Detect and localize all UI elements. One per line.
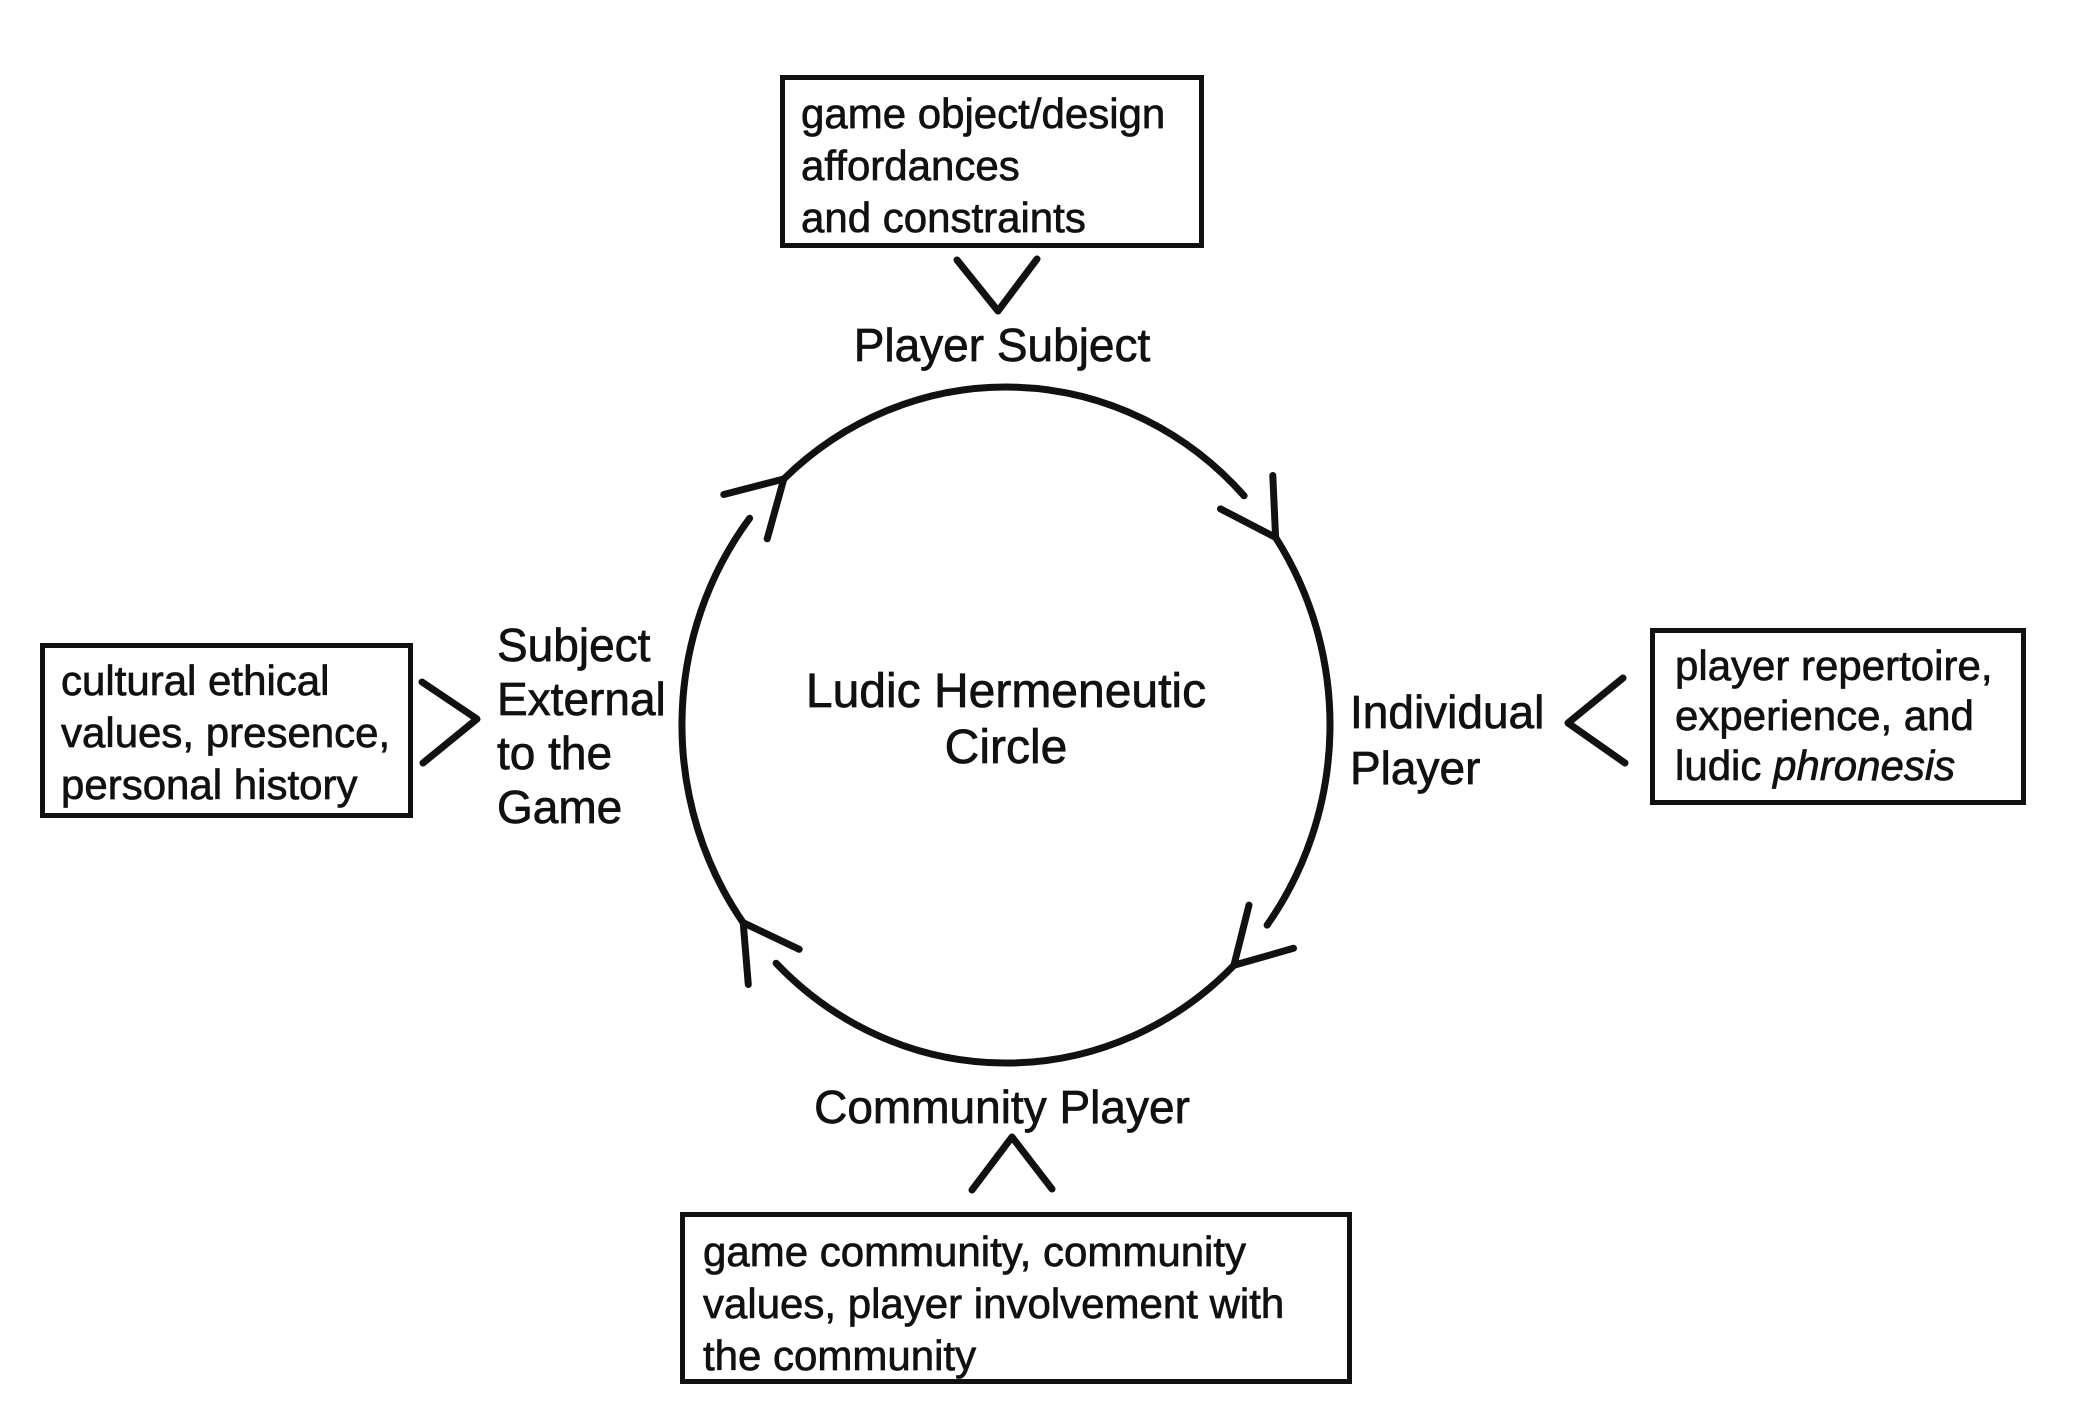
chevron-up-icon [968,1133,1056,1194]
circle-arrow-icon [720,475,788,498]
box-player-repertoire-line2: experience, and [1675,692,1975,740]
hermeneutic-circle-arc [780,383,1248,500]
phronesis-italic-text: phronesis [1773,742,1956,790]
circle-arrow-icon [1230,901,1253,969]
box-player-repertoire: player repertoire, experience, and ludic… [1650,628,2026,805]
circle-arrow-icon [763,475,788,543]
label-individual-player: Individual Player [1350,686,1545,795]
chevron-down-icon [953,255,1041,315]
ludic-text: ludic [1675,742,1774,790]
label-community-player: Community Player [814,1081,1190,1134]
box-cultural-ethical-values: cultural ethical values, presence, perso… [40,643,413,818]
chevron-left-icon [1564,674,1629,767]
circle-arrow-icon [1230,944,1297,969]
label-subject-external-to-game: Subject External to the Game [497,619,666,834]
box-player-repertoire-line1: player repertoire, [1675,642,1993,690]
label-player-subject: Player Subject [853,319,1151,372]
chevron-right-icon [418,678,481,767]
label-ludic-hermeneutic-circle: Ludic Hermeneutic Circle [805,665,1207,775]
hermeneutic-circle-arc [772,959,1238,1067]
box-game-community: game community, community values, player… [680,1212,1352,1384]
circle-arrow-icon [1217,505,1280,541]
hermeneutic-circle-arc [678,514,754,927]
circle-arrow-icon [1269,472,1280,541]
hermeneutic-circle-arc [1263,534,1334,929]
box-game-object-design: game object/design affordances and const… [780,75,1204,248]
circle-arrow-icon [739,919,803,953]
circle-arrow-icon [739,919,752,988]
box-player-repertoire-line3: ludic phronesis [1675,741,2015,791]
